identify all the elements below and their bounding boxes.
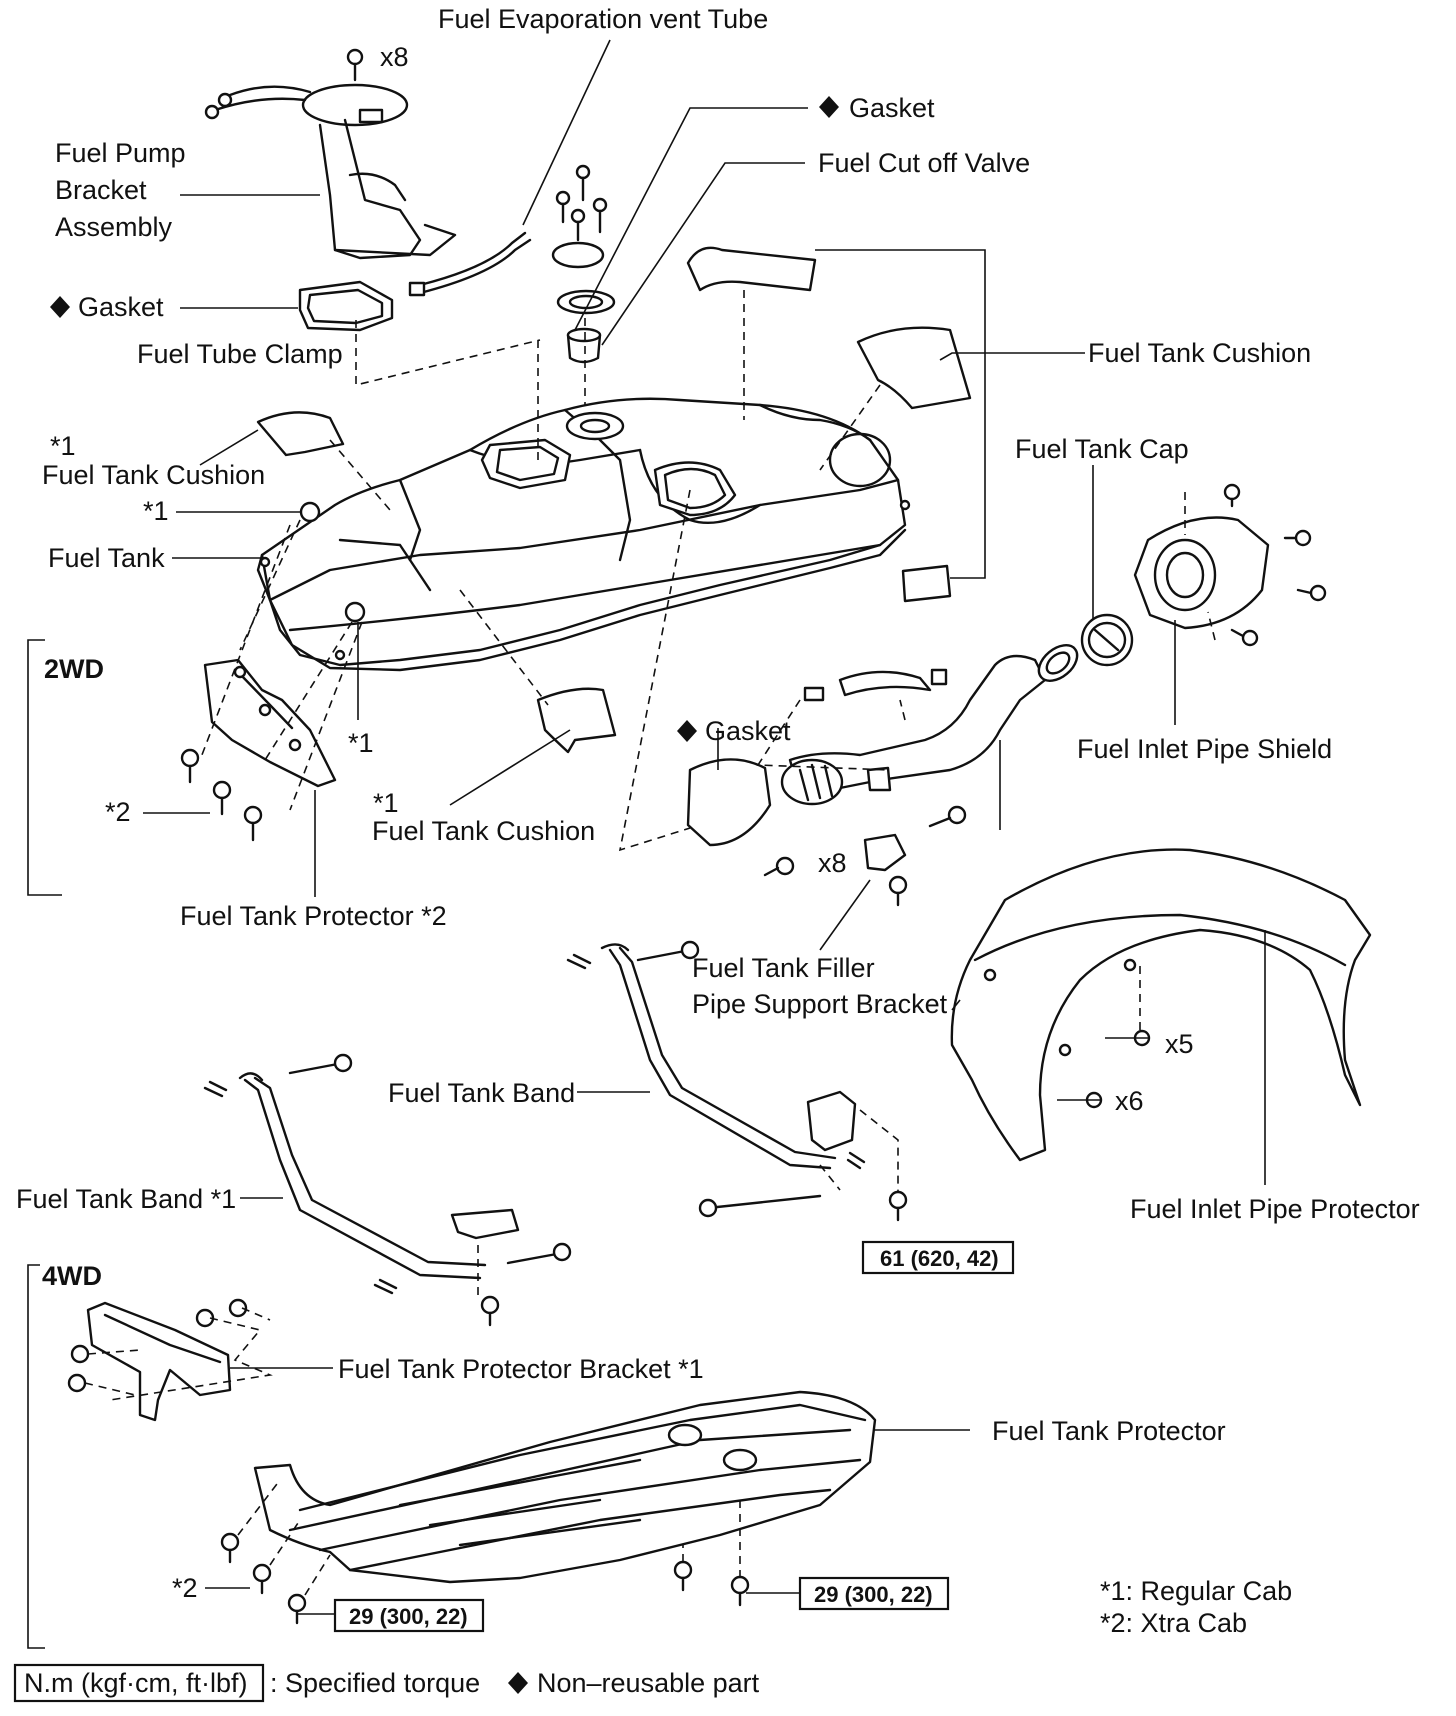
fuel-tank-cushion-top	[686, 246, 817, 292]
label-fuel-tank-cushion-bottom: Fuel Tank Cushion	[372, 816, 595, 846]
fuel-inlet-pipe-protector	[950, 848, 1372, 1162]
bolt-icon	[480, 1190, 908, 1327]
bolt-icon	[220, 1532, 750, 1625]
label-fuel-tube-clamp: Fuel Tube Clamp	[137, 339, 343, 369]
label-fuel-tank-cushion-right: Fuel Tank Cushion	[1088, 338, 1311, 368]
fuel-inlet-pipe-shield	[1133, 516, 1270, 630]
label-filler-line1: Fuel Tank Filler	[692, 953, 875, 983]
screw-count-top: x8	[380, 42, 409, 72]
label-fuel-evaporation-vent-tube: Fuel Evaporation vent Tube	[438, 4, 768, 34]
label-fuel-tank-cushion-left: Fuel Tank Cushion	[42, 460, 265, 490]
label-fuel-tank-cap: Fuel Tank Cap	[1015, 434, 1189, 464]
assembly-lines	[84, 290, 1216, 1596]
filler-gasket	[686, 758, 772, 847]
pump-gasket	[298, 280, 394, 332]
label-fuel-pump-line2: Bracket	[55, 175, 147, 205]
evaporation-vent-tube	[408, 231, 532, 297]
torque-value-band: 61 (620, 42)	[880, 1246, 999, 1271]
torque-box-protector-left: 29 (300, 22)	[333, 1598, 485, 1633]
torque-box-protector-right: 29 (300, 22)	[798, 1576, 950, 1611]
legend-non-reusable: Non–reusable part	[537, 1668, 760, 1698]
bolt-icon	[299, 501, 366, 623]
label-fuel-inlet-pipe-protector: Fuel Inlet Pipe Protector	[1130, 1194, 1420, 1224]
screw-group-icon	[555, 164, 608, 242]
label-fuel-cut-off-valve: Fuel Cut off Valve	[818, 148, 1030, 178]
label-gasket-mid: Gasket	[705, 716, 791, 746]
label-fuel-tank-protector-2: Fuel Tank Protector *2	[180, 901, 447, 931]
diamond-icon	[677, 720, 697, 742]
fuel-tank-protector-2wd	[203, 658, 337, 788]
label-note-star1-b: *1	[348, 728, 374, 758]
legend-unit-box: N.m (kgf·cm, ft·lbf)	[24, 1668, 248, 1698]
label-screw-count-x5: x5	[1165, 1029, 1194, 1059]
fuel-pump-bracket-assembly	[204, 48, 457, 260]
fuel-tank-band-1	[203, 1053, 572, 1295]
label-gasket-top: Gasket	[849, 93, 935, 123]
label-fuel-tank-protector: Fuel Tank Protector	[992, 1416, 1226, 1446]
screw-icon	[346, 48, 364, 82]
label-fuel-tank-band: Fuel Tank Band	[388, 1078, 575, 1108]
diamond-icon	[508, 1672, 528, 1694]
label-fuel-pump-line3: Assembly	[55, 212, 173, 242]
fuel-tank-protector-bracket	[86, 1301, 232, 1422]
label-fuel-tank: Fuel Tank	[48, 543, 165, 573]
screw-icon	[1223, 483, 1327, 647]
legend: N.m (kgf·cm, ft·lbf) : Specified torque …	[13, 1663, 760, 1703]
fuel-tank-cushion-right	[856, 326, 972, 410]
fuel-tank	[256, 397, 911, 672]
fuel-tank-cushion-small	[901, 564, 952, 603]
torque-value-protector-left: 29 (300, 22)	[349, 1604, 468, 1629]
note-regular-cab: *1: Regular Cab	[1100, 1576, 1292, 1606]
label-screw-count-x6: x6	[1115, 1086, 1144, 1116]
label-cushion-bottom-note: *1	[373, 788, 399, 818]
label-fuel-tank-protector-bracket: Fuel Tank Protector Bracket *1	[338, 1354, 704, 1384]
label-4wd: 4WD	[42, 1261, 102, 1291]
bolt-icon	[67, 1298, 248, 1393]
fuel-tank-cushion-bottom	[536, 687, 617, 754]
label-gasket-left: Gasket	[78, 292, 164, 322]
fuel-tank-cushion-left	[256, 411, 345, 457]
leader-lines	[143, 39, 1266, 1615]
fuel-tank-band	[566, 940, 866, 1218]
torque-value-protector-right: 29 (300, 22)	[814, 1582, 933, 1607]
fuel-cut-off-valve	[551, 241, 616, 364]
legend-specified-torque: : Specified torque	[270, 1668, 480, 1698]
fuel-tank-filler-pipe	[780, 644, 1079, 806]
torque-box-band: 61 (620, 42)	[861, 1240, 1015, 1275]
bolt-icon	[180, 748, 263, 842]
fuel-tank-protector-4wd	[253, 1390, 877, 1584]
label-note-star2-a: *2	[105, 797, 131, 827]
fuel-tank-cap	[1080, 613, 1134, 667]
label-fuel-pump-line1: Fuel Pump	[55, 138, 186, 168]
label-cushion-left-note: *1	[50, 431, 76, 461]
label-note-star2-b: *2	[172, 1573, 198, 1603]
note-xtra-cab: *2: Xtra Cab	[1100, 1608, 1247, 1638]
label-note-star1-a: *1	[143, 496, 169, 526]
label-2wd: 2WD	[44, 654, 104, 684]
filler-pipe-support-bracket	[863, 833, 907, 872]
label-fuel-inlet-pipe-shield: Fuel Inlet Pipe Shield	[1077, 734, 1332, 764]
label-screw-count-mid: x8	[818, 848, 847, 878]
bolt-icon	[763, 805, 967, 907]
label-fuel-tank-band-1: Fuel Tank Band *1	[16, 1184, 236, 1214]
diamond-icon	[50, 296, 70, 318]
label-filler-line2: Pipe Support Bracket	[692, 989, 948, 1019]
diamond-icon	[819, 96, 839, 118]
